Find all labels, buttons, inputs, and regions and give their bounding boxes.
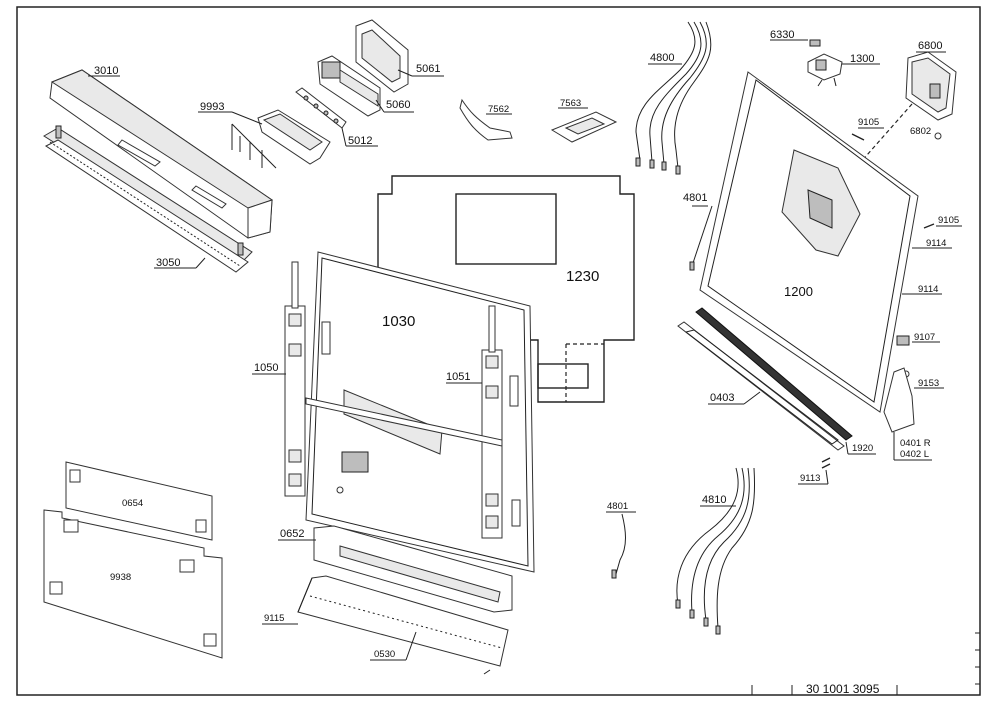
label-1920: 1920 — [852, 443, 873, 454]
part-0652-bottom-trim: 0652 — [278, 525, 513, 613]
part-0530-kick-plate: 9115 0530 — [262, 575, 509, 675]
title-block: 30 1001 3095 — [751, 632, 980, 696]
part-1030-door-panel: 1030 — [305, 251, 535, 573]
part-9938-insulation-panel: 9938 — [43, 509, 223, 659]
part-9993-display-module: 9993 — [198, 101, 331, 169]
part-1230-insulation: 1230 — [377, 175, 635, 403]
label-1200: 1200 — [784, 284, 813, 299]
label-9114-b: 9114 — [918, 284, 938, 295]
label-9105-side: 9105 — [938, 215, 959, 226]
document-number: 30 1001 3095 — [806, 682, 880, 696]
label-1230: 1230 — [566, 268, 599, 285]
label-0403: 0403 — [710, 392, 734, 404]
part-0654-panel: 0654 — [65, 461, 213, 541]
part-9105-screw-top: 9105 — [851, 117, 884, 141]
label-7563: 7563 — [560, 98, 581, 109]
label-4801-bottom: 4801 — [607, 501, 628, 512]
drawing-border — [16, 6, 981, 696]
label-1050: 1050 — [254, 362, 278, 374]
label-9938: 9938 — [110, 572, 131, 583]
label-4801-top: 4801 — [683, 192, 707, 204]
part-4800-wire-harness: 4800 — [635, 21, 712, 175]
part-9105-screw-side: 9105 — [923, 215, 962, 229]
label-9113: 9113 — [800, 473, 820, 484]
part-9114-fastener-a: 9114 — [912, 238, 952, 249]
part-1050-left-bracket: 1050 — [252, 261, 306, 497]
label-0530: 0530 — [374, 649, 395, 660]
part-1300-lock: 1300 — [807, 53, 880, 87]
part-7562-clip: 7562 — [459, 98, 513, 141]
label-3010: 3010 — [94, 65, 118, 77]
part-7563-board: 7563 — [550, 98, 618, 143]
label-3050: 3050 — [156, 257, 180, 269]
door-crossbar — [305, 397, 503, 447]
label-1300: 1300 — [850, 53, 874, 65]
part-1920-gasket: 1920 — [695, 307, 876, 455]
part-0403-side-rail: 0403 — [677, 321, 845, 451]
label-4800: 4800 — [650, 52, 674, 64]
label-0652: 0652 — [280, 528, 304, 540]
label-7562: 7562 — [488, 104, 509, 115]
part-1200-inner-door: 4801 1200 — [683, 71, 919, 413]
part-4810-wire-harness: 4810 — [675, 467, 756, 635]
part-4801-wire-bottom: 4801 — [606, 501, 636, 579]
label-6800: 6800 — [918, 40, 942, 52]
part-9107-pad: 9107 — [896, 332, 940, 346]
part-0401-0402-hinge: 0401 R 0402 L — [883, 367, 932, 461]
label-6802: 6802 — [910, 126, 931, 137]
label-9153: 9153 — [918, 378, 939, 389]
part-5060-relay-block: 5060 — [317, 55, 414, 117]
label-0401: 0401 R — [900, 438, 931, 449]
part-3010-control-panel: 3010 — [49, 65, 274, 239]
part-5012-switch-strip: 5012 — [295, 87, 378, 147]
part-6800-pcb-module: 6800 — [905, 40, 957, 121]
part-9114-fastener-b: 9114 — [902, 284, 942, 295]
label-9115: 9115 — [264, 613, 284, 624]
label-9114-a: 9114 — [926, 238, 946, 249]
part-6330-hinge-pin: 6330 — [770, 29, 821, 47]
label-0402: 0402 L — [900, 449, 929, 460]
label-5060: 5060 — [386, 99, 410, 111]
part-6802-screw: 6802 — [910, 126, 942, 140]
label-4810: 4810 — [702, 494, 726, 506]
label-6330: 6330 — [770, 29, 794, 41]
label-5012: 5012 — [348, 135, 372, 147]
label-9107: 9107 — [914, 332, 935, 343]
part-5061-bracket: 5061 — [355, 19, 444, 93]
label-9105-top: 9105 — [858, 117, 879, 128]
label-1030: 1030 — [382, 313, 415, 330]
part-3050-handle-bar: 3050 — [43, 125, 253, 273]
label-1051: 1051 — [446, 371, 470, 383]
label-5061: 5061 — [416, 63, 440, 75]
part-9113-screw: 9113 — [798, 457, 831, 485]
label-0654: 0654 — [122, 498, 143, 509]
label-9993: 9993 — [200, 101, 224, 113]
